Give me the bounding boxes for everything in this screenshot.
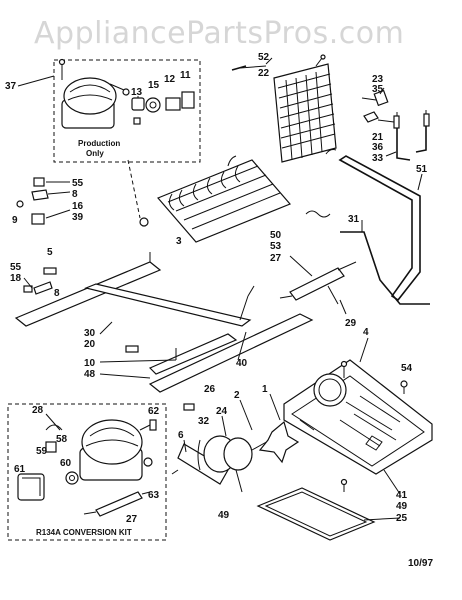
callout-13: 13 bbox=[131, 87, 143, 98]
callout-1: 1 bbox=[262, 384, 268, 395]
part-26 bbox=[183, 403, 195, 411]
stud-37 bbox=[58, 58, 66, 66]
part-52-tube bbox=[239, 65, 267, 69]
callout-52: 52 bbox=[258, 52, 270, 63]
production-only-box: Production Only bbox=[53, 59, 201, 163]
callout-35: 35 bbox=[372, 84, 384, 95]
callout-4: 4 bbox=[363, 327, 369, 338]
callout-11: 11 bbox=[180, 70, 191, 81]
callout-62: 62 bbox=[148, 406, 160, 417]
leader-lines bbox=[17, 57, 423, 521]
watermark: AppliancePartsPros.com bbox=[34, 16, 404, 51]
callout-16: 16 bbox=[72, 201, 84, 212]
production-relay-parts bbox=[131, 91, 195, 125]
callout-33: 33 bbox=[372, 153, 384, 164]
part-39 bbox=[139, 217, 149, 227]
callout-50: 50 bbox=[270, 230, 282, 241]
callout-18: 18 bbox=[10, 273, 22, 284]
left-small-parts bbox=[16, 177, 71, 225]
conversion-kit-box: R134A CONVERSION KIT bbox=[7, 403, 167, 541]
callout-3: 3 bbox=[176, 236, 182, 247]
date-code: 10/97 bbox=[408, 558, 433, 569]
evaporator-coil bbox=[156, 155, 292, 243]
callout-36: 36 bbox=[372, 142, 384, 153]
leader-39 bbox=[127, 159, 141, 219]
callout-49a: 49 bbox=[396, 501, 408, 512]
callout-20: 20 bbox=[84, 339, 96, 350]
part-52 bbox=[231, 65, 247, 71]
callout-8b: 8 bbox=[54, 288, 60, 299]
machine-base-pan bbox=[283, 359, 433, 475]
condenser-coil bbox=[273, 54, 337, 163]
kit-dashed-outline bbox=[7, 403, 167, 541]
kit-drier bbox=[83, 491, 151, 517]
callout-15: 15 bbox=[148, 80, 160, 91]
caption-kit: R134A CONVERSION KIT bbox=[36, 528, 132, 537]
callout-28: 28 bbox=[32, 405, 44, 416]
callout-9: 9 bbox=[12, 215, 18, 226]
callout-26: 26 bbox=[204, 384, 216, 395]
callout-12: 12 bbox=[164, 74, 176, 85]
callout-30: 30 bbox=[84, 328, 96, 339]
callout-63: 63 bbox=[148, 490, 160, 501]
defrost-parts bbox=[361, 89, 430, 161]
callout-51: 51 bbox=[416, 164, 428, 175]
callout-49b: 49 bbox=[218, 510, 230, 521]
callout-54: 54 bbox=[401, 363, 413, 374]
callout-60: 60 bbox=[60, 458, 72, 469]
callout-31: 31 bbox=[348, 214, 360, 225]
screws bbox=[340, 360, 408, 492]
callout-23: 23 bbox=[372, 74, 384, 85]
callout-21: 21 bbox=[372, 132, 384, 143]
callout-8a: 8 bbox=[72, 189, 78, 200]
callout-5: 5 bbox=[47, 247, 53, 258]
callout-39: 39 bbox=[72, 212, 84, 223]
callout-10: 10 bbox=[84, 358, 96, 369]
callout-24: 24 bbox=[216, 406, 228, 417]
callout-41: 41 bbox=[396, 490, 408, 501]
production-dashed-outline bbox=[53, 59, 201, 163]
caption-only: Only bbox=[86, 149, 104, 158]
caption-production: Production bbox=[78, 139, 120, 148]
capillary-drier bbox=[279, 261, 357, 305]
suction-tube bbox=[325, 149, 430, 305]
callout-6: 6 bbox=[178, 430, 184, 441]
callout-22: 22 bbox=[258, 68, 270, 79]
callout-25: 25 bbox=[396, 513, 408, 524]
callout-40: 40 bbox=[236, 358, 248, 369]
callout-58: 58 bbox=[56, 434, 68, 445]
callout-27b: 27 bbox=[126, 514, 138, 525]
left-bracket-parts bbox=[23, 267, 177, 360]
callout-61: 61 bbox=[14, 464, 26, 475]
fan-motor-assembly bbox=[171, 420, 300, 493]
callout-53: 53 bbox=[270, 241, 282, 252]
kit-relay bbox=[17, 424, 79, 501]
callout-48: 48 bbox=[84, 369, 96, 380]
callout-2: 2 bbox=[234, 390, 240, 401]
base-rails bbox=[14, 252, 314, 393]
callout-32: 32 bbox=[198, 416, 210, 427]
callout-55b: 55 bbox=[10, 262, 22, 273]
callout-29: 29 bbox=[345, 318, 357, 329]
drain-pan bbox=[256, 487, 376, 541]
callout-59: 59 bbox=[36, 446, 48, 457]
callout-numbers: 37 52 22 13 15 12 11 23 35 21 36 33 51 5… bbox=[5, 52, 428, 525]
callout-55a: 55 bbox=[72, 178, 84, 189]
callout-27a: 27 bbox=[270, 253, 282, 264]
part-50 bbox=[305, 210, 331, 218]
kit-compressor bbox=[79, 419, 157, 481]
callout-37: 37 bbox=[5, 81, 17, 92]
production-compressor bbox=[61, 77, 130, 129]
